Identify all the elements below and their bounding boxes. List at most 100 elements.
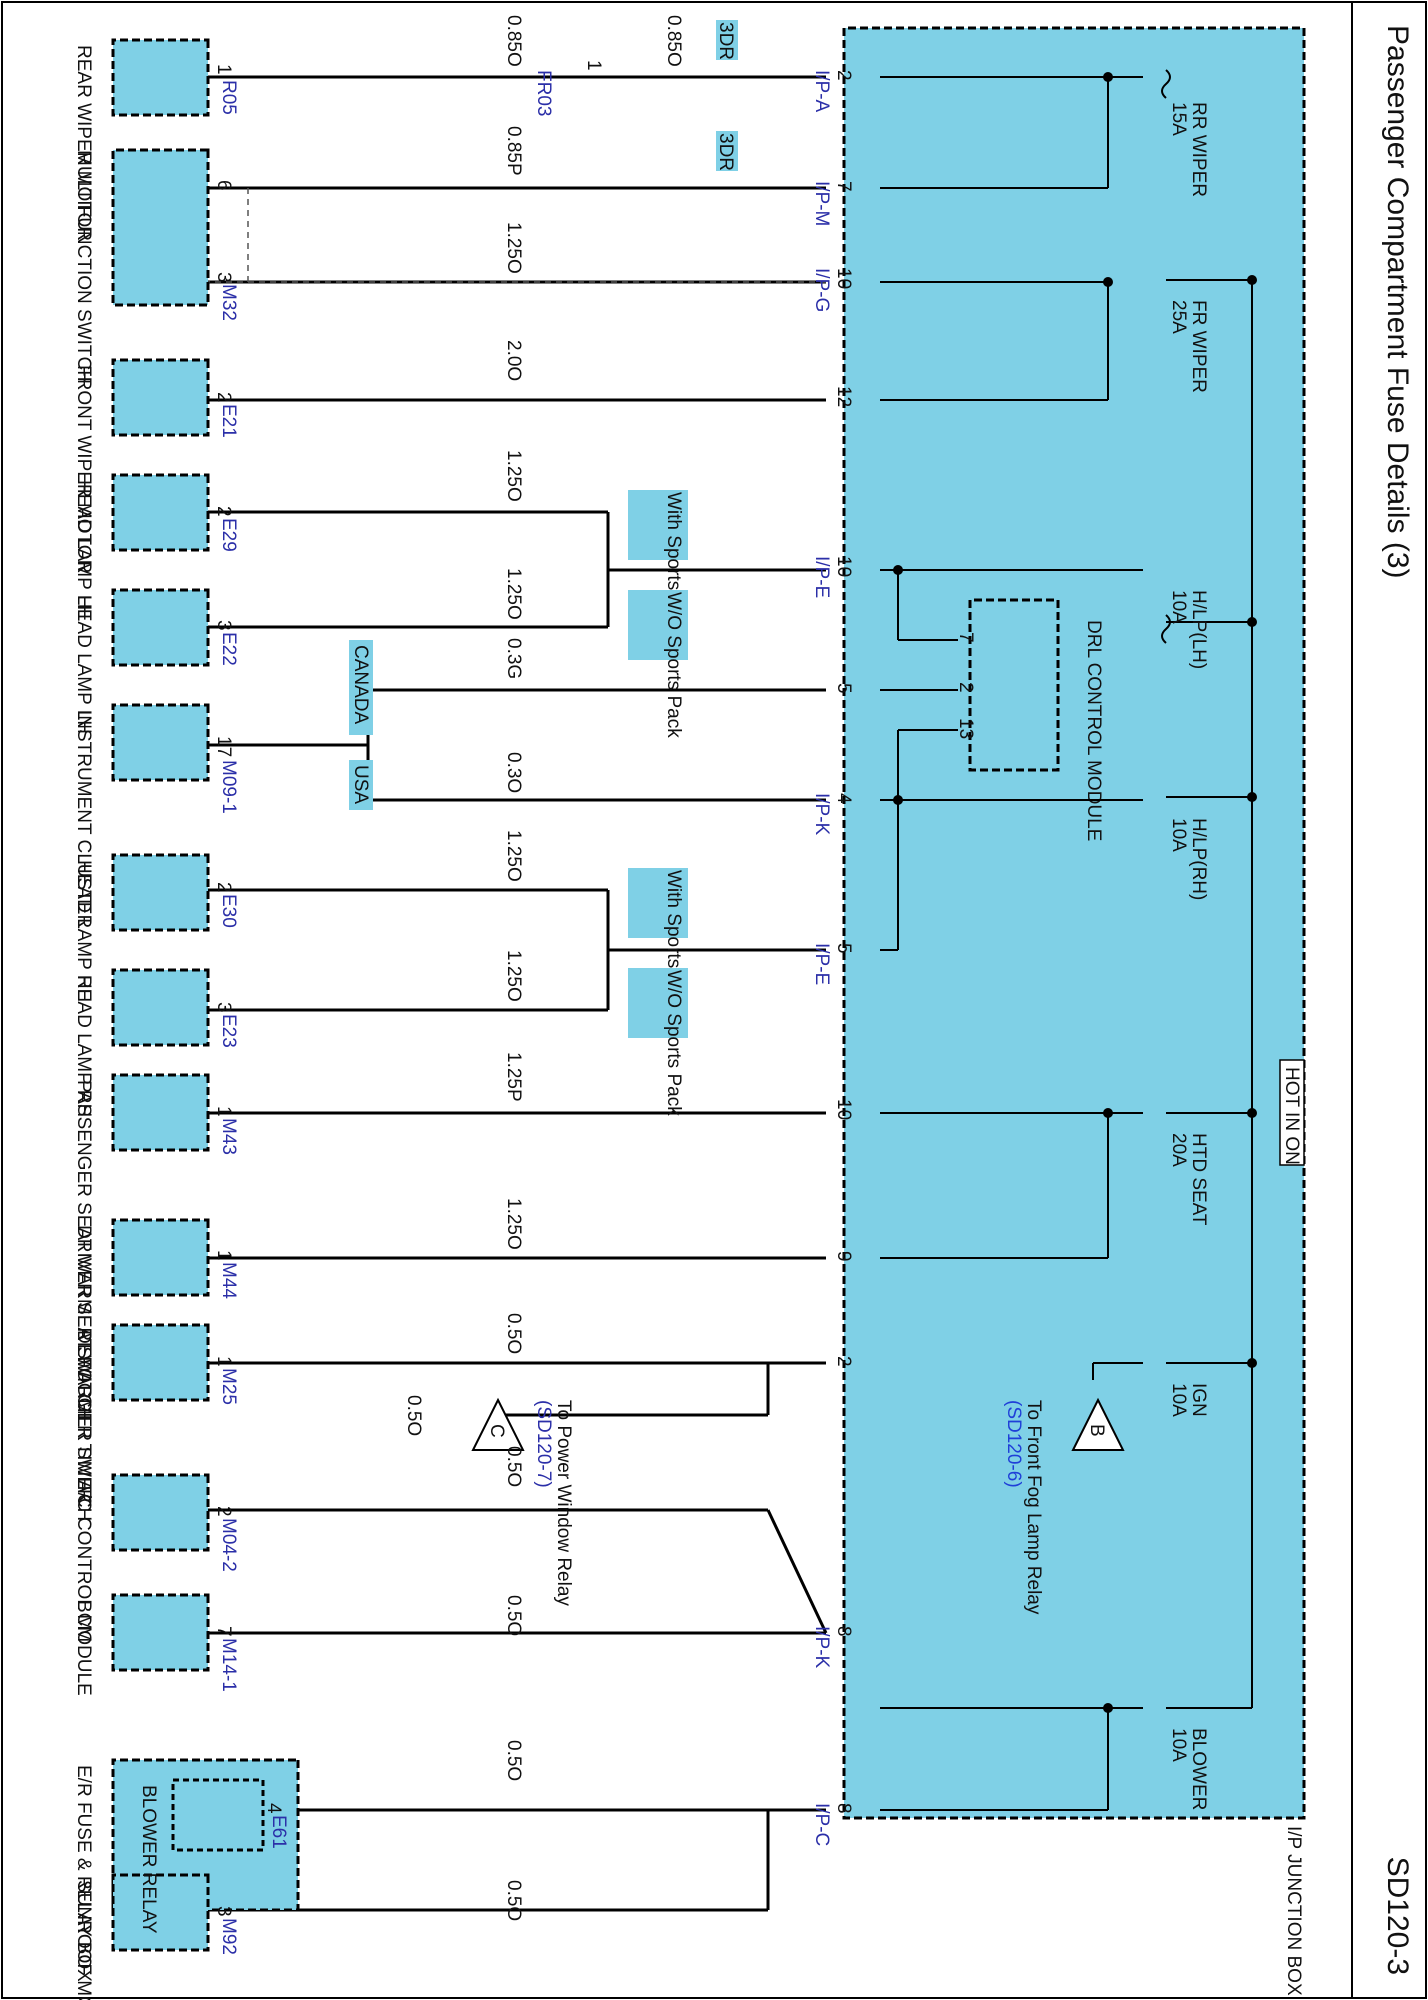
component-pin: 3 [213, 620, 234, 631]
fr03-connector: FR03 [533, 70, 554, 116]
junction-box-label: I/P JUNCTION BOX [1283, 1826, 1304, 1996]
component-connector: E21 [218, 404, 239, 438]
component-pin: 3 [213, 272, 234, 283]
component-name: DRIVER SEAT WARMER SWITCH [73, 1225, 94, 1521]
wire-label: 2.0O [503, 340, 524, 381]
component-box [111, 1473, 210, 1552]
ref-c-text: To Power Window Relay [553, 1400, 574, 1606]
component-name: HEAD LAMP LH [73, 480, 94, 619]
connector-id: I/P-G [811, 268, 832, 312]
connector-pin: 8 [833, 1803, 854, 1814]
connector-pin: 5 [833, 943, 854, 954]
badge-wo-sports-pack-label: W/O Sports Pack [663, 592, 684, 738]
component-box [111, 968, 210, 1047]
blower-relay-box [171, 1778, 265, 1852]
fuse-amp-hlp-lh: 10A [1168, 590, 1189, 624]
wire-label: 0.5O [503, 1313, 524, 1354]
wire-label: 0.5O [503, 1446, 524, 1487]
component-pin: 4 [263, 1803, 284, 1814]
component-pin: 6 [213, 180, 234, 191]
fuse-label-htd-seat: HTD SEAT [1188, 1133, 1209, 1226]
component-pin: 7 [213, 1626, 234, 1637]
component-box [111, 1218, 210, 1297]
component-name: E/R FUSE & RELAY BOX [73, 1765, 94, 1982]
connector-id: I/P-A [811, 70, 832, 113]
connector-pin: 7 [833, 181, 854, 192]
component-connector: E29 [218, 518, 239, 552]
badge-3dr [716, 20, 738, 60]
badge-wo-sports-pack [628, 968, 688, 1038]
component-connector: M92 [218, 1918, 239, 1955]
component-pin: 2 [213, 506, 234, 517]
wire-label: 1.25O [503, 450, 524, 502]
component-pin: 3 [213, 1906, 234, 1917]
badge-canada-label: CANADA [350, 645, 371, 725]
component-connector: M44 [218, 1262, 239, 1299]
connector-pin: 4 [833, 793, 854, 804]
connector-pin: 2 [833, 70, 854, 81]
component-box [111, 1873, 210, 1952]
wire-label: 1.25O [503, 1198, 524, 1250]
wire-label: 1.25O [503, 950, 524, 1002]
connector-id: I/P-K [811, 793, 832, 836]
wire-label: 0.5O [503, 1740, 524, 1781]
connector-pin: 2 [833, 1356, 854, 1367]
wire-label: 0.85O [663, 15, 684, 67]
connector-id: I/P-E [811, 556, 832, 598]
wire-label: 1.25P [503, 1052, 524, 1102]
fuse-amp-hlp-rh: 10A [1168, 818, 1189, 852]
wire-label: 1.25O [503, 222, 524, 274]
connector-pin: 10 [833, 268, 854, 289]
component-pin: 1 [213, 1356, 234, 1367]
component-box [111, 853, 210, 932]
hot-label: HOT IN ON [1281, 1067, 1302, 1165]
component-name: BCM [73, 1600, 94, 1642]
wire-label: 1.25O [503, 568, 524, 620]
badge-3dr-label: 3DR [715, 133, 736, 171]
component-box [111, 38, 210, 117]
connector-id: I/P-C [811, 1803, 832, 1846]
fuse-amp-rr-wiper: 15A [1168, 102, 1189, 136]
fuse-label-blower: BLOWER [1188, 1728, 1209, 1810]
badge-usa [349, 760, 373, 810]
fuse-label-rr-wiper: RR WIPER [1188, 102, 1209, 197]
components: 1 R05 REAR WIPER MOTOR 6 3 M32 MULTIFUNC… [73, 38, 300, 2000]
badge-3dr-label: 3DR [715, 22, 736, 60]
wire-label: 0.3G [503, 638, 524, 679]
wire-label: 0.85P [503, 126, 524, 176]
connector-pins: 2 I/P-A 7 I/P-M 10 I/P-G 12 10 I/P-E 5 4… [811, 70, 854, 1846]
badge-wo-sports-pack [628, 590, 688, 660]
drl-pin: 13 [955, 718, 976, 739]
ref-b-triangle [1071, 1397, 1125, 1451]
wire-label: 0.85O [503, 15, 524, 67]
component-pin: 1 [213, 1106, 234, 1117]
fr03-pin: 1 [583, 60, 604, 71]
component-name: SUNROOF MOTOR [73, 1880, 94, 2000]
connector-pin: 8 [833, 1626, 854, 1637]
component-name: MULTIFUNCTION SWITCH [73, 150, 94, 384]
component-box [111, 473, 210, 552]
component-connector: M14-1 [218, 1638, 239, 1692]
ref-b-ref: (SD120-6) [1003, 1400, 1024, 1488]
ip-junction-box [842, 26, 1306, 1820]
component-name: HEAD LAMP RH [73, 975, 94, 1117]
component-connector: M09-1 [218, 760, 239, 814]
component-connector: M43 [218, 1118, 239, 1155]
fuse-label-hlp-rh: H/LP(RH) [1188, 818, 1209, 900]
component-connector: E61 [268, 1815, 289, 1849]
component-connector: E23 [218, 1014, 239, 1048]
badge-wo-sports-pack-label: W/O Sports Pack [663, 970, 684, 1116]
component-box [111, 148, 210, 307]
component-name: INSTRUMENT CLUSTER [73, 710, 94, 928]
wiring [208, 69, 1257, 1912]
component-box [111, 358, 210, 437]
connector-id: I/P-E [811, 943, 832, 985]
component-pin: 1 [213, 1250, 234, 1261]
ref-c-ref: (SD120-7) [533, 1400, 554, 1488]
component-connector: M04-2 [218, 1518, 239, 1572]
component-box [111, 1323, 210, 1402]
badge-3dr [716, 131, 738, 171]
component-connector: M32 [218, 284, 239, 321]
